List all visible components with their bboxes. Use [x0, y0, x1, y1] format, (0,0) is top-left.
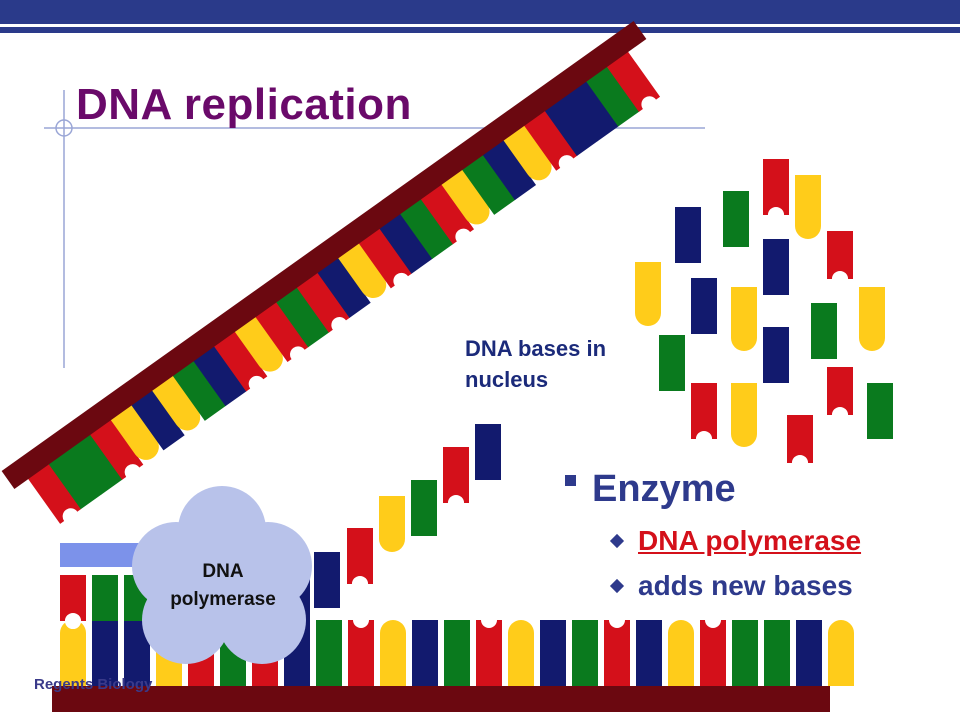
diamond-bullet-icon	[609, 578, 625, 594]
slide-title: DNA replication	[76, 80, 412, 129]
dna-base	[89, 419, 144, 481]
dna-base	[523, 109, 578, 172]
dna-base	[411, 480, 437, 536]
template-strand-bottom	[52, 612, 854, 712]
template-base	[732, 620, 758, 686]
dna-base	[691, 278, 717, 334]
dna-base	[827, 367, 853, 424]
dna-base	[275, 286, 330, 348]
dna-base	[27, 463, 82, 525]
dna-base	[787, 415, 813, 472]
header-bar	[0, 0, 960, 33]
sub-bullet-adds-bases: adds new bases	[609, 570, 853, 602]
dna-base	[635, 262, 661, 326]
dna-base	[347, 528, 373, 593]
dna-base	[691, 383, 717, 448]
template-base	[636, 620, 662, 686]
dna-base	[585, 65, 640, 127]
polymerase-link[interactable]: DNA polymerase	[638, 525, 862, 556]
dna-base	[92, 575, 118, 621]
bullet-enzyme-text: Enzyme	[592, 468, 736, 510]
template-base	[316, 620, 342, 686]
dna-base	[379, 213, 433, 274]
dna-base	[461, 154, 516, 215]
guide-crosshair	[55, 119, 73, 137]
dna-base	[172, 360, 226, 421]
dna-base	[763, 327, 789, 383]
dna-base	[811, 303, 837, 359]
footer-text: Regents Biology	[34, 676, 153, 693]
template-base	[572, 620, 598, 686]
template-base	[828, 620, 854, 686]
template-base	[604, 612, 630, 686]
dna-base	[723, 191, 749, 247]
template-base	[348, 612, 374, 686]
template-base	[444, 620, 470, 686]
dna-polymerase-enzyme	[132, 486, 312, 664]
bullet-enzyme: Enzyme	[565, 468, 736, 511]
bottom-backbone	[52, 686, 830, 712]
dna-base	[443, 447, 469, 512]
dna-base	[731, 383, 757, 447]
dna-base	[565, 80, 619, 142]
template-base	[380, 620, 406, 686]
free-bases-group	[635, 159, 893, 472]
template-base	[60, 620, 86, 686]
dna-base	[151, 374, 201, 431]
dna-base	[379, 496, 405, 552]
dna-base	[482, 139, 537, 201]
dna-base	[659, 335, 685, 391]
dna-base	[130, 389, 185, 451]
diagonal-backbone	[1, 21, 647, 489]
dna-base	[859, 287, 885, 351]
dna-base	[420, 183, 475, 245]
dna-base	[503, 124, 552, 181]
dna-base	[213, 330, 268, 392]
template-base	[476, 612, 502, 686]
dna-base	[827, 231, 853, 288]
template-base	[92, 620, 118, 686]
dna-base	[544, 95, 599, 156]
square-bullet-icon	[565, 475, 576, 487]
template-base	[508, 620, 534, 686]
dna-base	[60, 575, 86, 630]
dna-base	[795, 175, 821, 239]
dna-bases-note: DNA bases in nucleus	[465, 336, 607, 392]
dna-base	[68, 433, 123, 495]
dna-base	[193, 345, 247, 407]
dna-base	[763, 159, 789, 224]
template-base	[412, 620, 438, 686]
template-base	[668, 620, 694, 686]
dna-base	[606, 51, 661, 113]
polymerase-label: DNA polymerase	[170, 561, 276, 610]
dna-base	[234, 316, 283, 372]
template-base	[764, 620, 790, 686]
dna-base	[317, 257, 371, 318]
dna-base	[399, 198, 454, 259]
diamond-bullet-icon	[609, 533, 625, 549]
sub-bullet-polymerase[interactable]: DNA polymerase	[609, 525, 862, 557]
template-base	[796, 620, 822, 686]
parent-strand-diagonal	[1, 21, 661, 525]
dna-base	[48, 448, 102, 510]
template-base	[700, 612, 726, 686]
dna-base	[314, 552, 340, 608]
dna-base	[296, 271, 351, 334]
dna-base	[475, 424, 501, 480]
dna-base	[867, 383, 893, 439]
dna-base	[675, 207, 701, 263]
dna-base	[358, 227, 413, 289]
dna-base	[255, 301, 309, 363]
dna-base	[110, 404, 159, 460]
template-base	[540, 620, 566, 686]
dna-base	[763, 239, 789, 295]
adds-bases-text: adds new bases	[638, 570, 853, 601]
dna-base	[337, 242, 387, 298]
dna-base	[441, 168, 490, 225]
dna-base	[731, 287, 757, 351]
